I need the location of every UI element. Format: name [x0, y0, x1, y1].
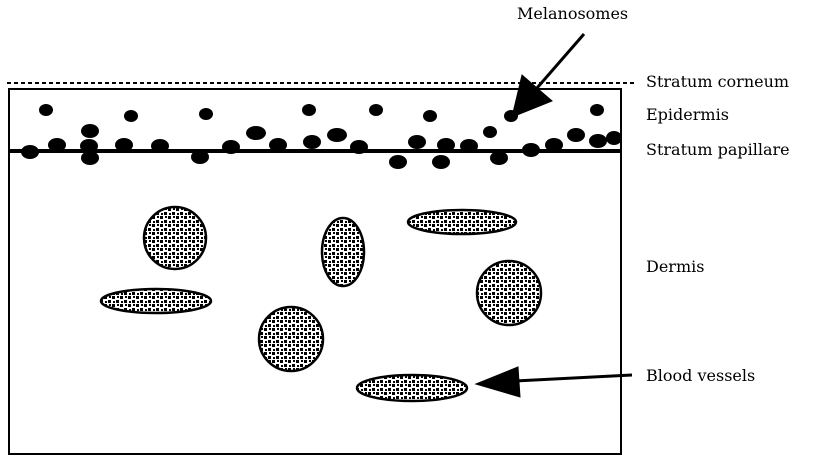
melanosome: [522, 143, 540, 157]
melanosome: [124, 110, 138, 122]
melanosome: [606, 131, 622, 145]
melanosome: [545, 138, 563, 152]
dermis-label: Dermis: [646, 258, 704, 276]
blood-vessel: [101, 289, 211, 313]
melanosome: [21, 145, 39, 159]
melanosome: [151, 139, 169, 153]
melanosome: [567, 128, 585, 142]
melanosome: [350, 140, 368, 154]
epidermis-label: Epidermis: [646, 106, 729, 124]
melanosome: [303, 135, 321, 149]
melanosome: [432, 155, 450, 169]
melanosome: [222, 140, 240, 154]
melanosome: [81, 151, 99, 165]
blood-vessel: [408, 210, 516, 234]
blood-vessels-group: [101, 207, 541, 401]
melanosome: [81, 124, 99, 138]
blood-vessel: [259, 307, 323, 371]
blood-vessel: [357, 375, 467, 401]
melanosome: [269, 138, 287, 152]
melanosome: [327, 128, 347, 142]
melanosome: [437, 138, 455, 152]
stratum-papillare-label: Stratum papillare: [646, 141, 790, 159]
melanosome: [590, 104, 604, 116]
melanosome: [423, 110, 437, 122]
melanosome: [191, 150, 209, 164]
blood-vessels-arrow-shaft: [515, 375, 632, 381]
melanosomes-label: Melanosomes: [517, 5, 628, 23]
melanosome: [302, 104, 316, 116]
melanosome: [48, 138, 66, 152]
melanosome: [490, 151, 508, 165]
melanosome: [246, 126, 266, 140]
melanosomes-group: [21, 104, 622, 169]
melanosome: [408, 135, 426, 149]
blood-vessels-arrow-head: [476, 367, 520, 397]
melanosome: [199, 108, 213, 120]
stratum-corneum-label: Stratum corneum: [646, 73, 789, 91]
blood-vessels-label: Blood vessels: [646, 367, 755, 385]
melanosomes-arrow-shaft: [537, 34, 584, 88]
melanosome: [115, 138, 133, 152]
melanosome: [39, 104, 53, 116]
melanosome: [389, 155, 407, 169]
melanosome: [589, 134, 607, 148]
melanosomes-arrow-head: [512, 75, 552, 117]
blood-vessel: [477, 261, 541, 325]
blood-vessel: [144, 207, 206, 269]
melanosome: [80, 139, 98, 153]
melanosome: [369, 104, 383, 116]
melanosome: [483, 126, 497, 138]
melanosome: [460, 139, 478, 153]
blood-vessel: [322, 218, 364, 286]
